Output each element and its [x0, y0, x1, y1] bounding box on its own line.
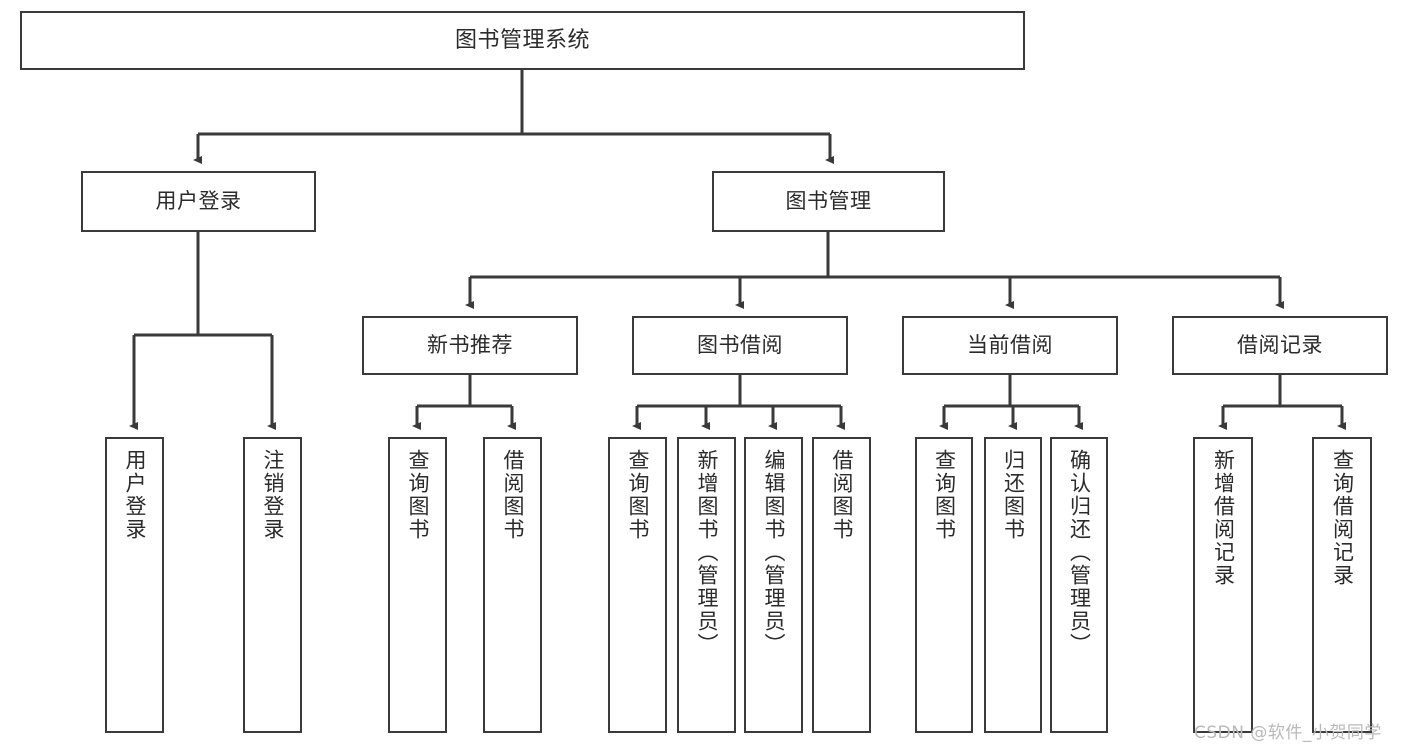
node-label: 新增借阅记录: [1211, 449, 1236, 587]
node-label: 借阅图书: [830, 449, 854, 541]
node-label: 查询图书: [932, 449, 957, 541]
node-label: 当前借阅: [967, 333, 1053, 358]
node-label: 图书管理系统: [454, 27, 590, 53]
leaf-node[interactable]: 借阅图书: [812, 437, 871, 733]
leaf-node[interactable]: 查询图书: [388, 437, 447, 733]
node-label: 归还图书: [1001, 449, 1026, 541]
node-label: 借阅记录: [1237, 333, 1323, 358]
leaf-node[interactable]: 归还图书: [984, 437, 1042, 733]
node-label: 图书借阅: [697, 333, 783, 358]
leaf-node[interactable]: 新增借阅记录: [1193, 437, 1253, 733]
node-new-book-recommend[interactable]: 新书推荐: [362, 316, 578, 375]
node-book-management[interactable]: 图书管理: [712, 171, 945, 232]
node-label: 用户登录: [155, 189, 242, 214]
leaf-node[interactable]: 用户登录: [105, 437, 164, 733]
node-current-borrow[interactable]: 当前借阅: [902, 316, 1118, 375]
leaf-node[interactable]: 查询图书: [608, 437, 667, 733]
node-label: 注销登录: [261, 449, 285, 541]
node-label: 用户登录: [123, 449, 147, 541]
leaf-node[interactable]: 查询借阅记录: [1312, 437, 1372, 733]
node-label: 查询借阅记录: [1330, 449, 1355, 587]
node-borrow-record[interactable]: 借阅记录: [1172, 316, 1388, 375]
leaf-node[interactable]: 确认归还（管理员）: [1050, 437, 1108, 733]
node-label: 借阅图书: [501, 449, 525, 541]
node-root[interactable]: 图书管理系统: [20, 11, 1025, 70]
leaf-node[interactable]: 新增图书（管理员）: [677, 437, 736, 733]
node-label: 查询图书: [406, 449, 430, 541]
leaf-node[interactable]: 注销登录: [243, 437, 302, 733]
node-user-login[interactable]: 用户登录: [81, 171, 316, 232]
node-label: 新书推荐: [427, 333, 513, 358]
node-label: 编辑图书（管理员）: [762, 449, 786, 656]
leaf-node[interactable]: 编辑图书（管理员）: [744, 437, 803, 733]
node-label: 确认归还（管理员）: [1067, 449, 1092, 656]
node-label: 图书管理: [785, 189, 872, 214]
node-book-borrow[interactable]: 图书借阅: [632, 316, 848, 375]
leaf-node[interactable]: 借阅图书: [483, 437, 542, 733]
node-label: 查询图书: [626, 449, 650, 541]
node-label: 新增图书（管理员）: [695, 449, 719, 656]
leaf-node[interactable]: 查询图书: [915, 437, 973, 733]
csdn-watermark: CSDN @软件_小贺同学: [1194, 723, 1382, 743]
